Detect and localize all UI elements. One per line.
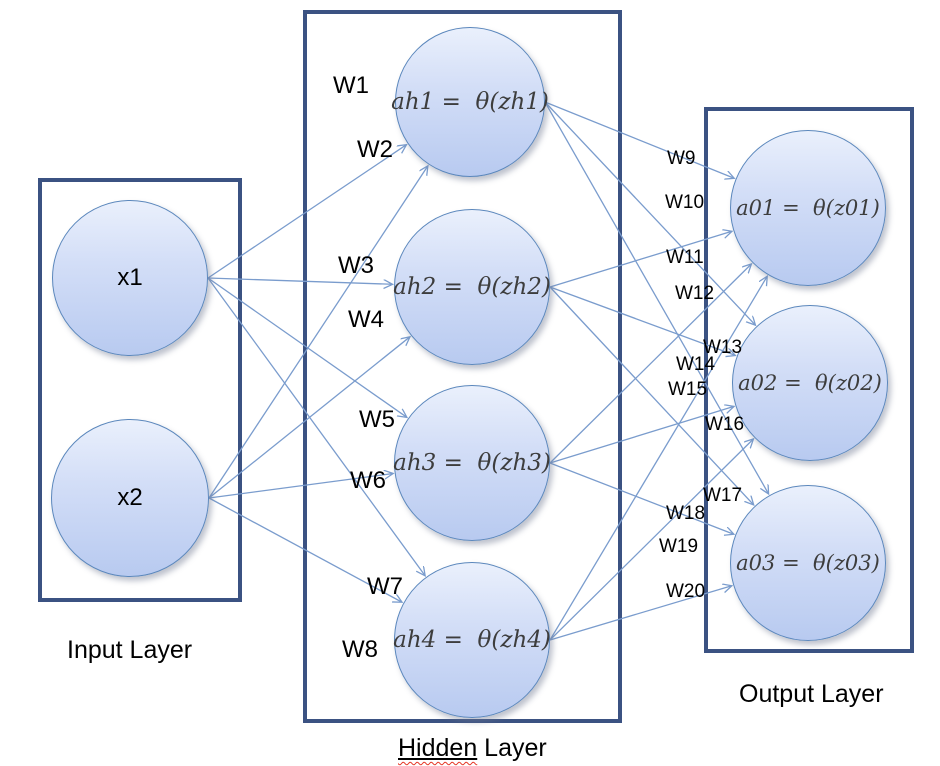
node-a03: a03 = θ(z03) bbox=[730, 485, 886, 641]
weight-label-w11: W11 bbox=[666, 247, 704, 268]
hidden-layer-label: Hidden Layer bbox=[398, 734, 547, 763]
weight-label-w20: W20 bbox=[666, 581, 706, 602]
node-x1: x1 bbox=[52, 200, 208, 356]
node-label-ah4: ah4 = θ(zh4) bbox=[393, 627, 551, 653]
hidden-layer-label-rest: Layer bbox=[477, 734, 547, 762]
output-layer-label-text: Output Layer bbox=[739, 680, 884, 708]
node-a01: a01 = θ(z01) bbox=[730, 130, 886, 286]
hidden-word-spellcheck: Hidden bbox=[398, 734, 478, 762]
weight-label-w9: W9 bbox=[667, 148, 696, 169]
input-layer-label: Input Layer bbox=[67, 636, 192, 665]
weight-label-w6: W6 bbox=[350, 467, 386, 494]
weight-label-w12: W12 bbox=[675, 283, 715, 304]
node-label-a02: a02 = θ(z02) bbox=[738, 371, 882, 395]
input-layer-label-text: Input Layer bbox=[67, 636, 193, 664]
weight-label-w19: W19 bbox=[659, 536, 699, 557]
hidden-word-underline: Hidden bbox=[398, 734, 477, 762]
node-a02: a02 = θ(z02) bbox=[732, 305, 888, 461]
weight-label-w5: W5 bbox=[359, 406, 395, 433]
weight-label-w3: W3 bbox=[338, 252, 374, 279]
node-label-ah3: ah3 = θ(zh3) bbox=[393, 450, 551, 476]
weight-label-w2: W2 bbox=[357, 136, 393, 163]
weight-label-w10: W10 bbox=[665, 192, 705, 213]
node-ah1: ah1 = θ(zh1) bbox=[391, 27, 549, 177]
weight-label-w1: W1 bbox=[333, 72, 369, 99]
node-label-a01: a01 = θ(z01) bbox=[736, 196, 880, 220]
weight-label-w17: W17 bbox=[703, 485, 743, 506]
weight-label-w4: W4 bbox=[348, 306, 384, 333]
weight-label-w15: W15 bbox=[668, 379, 708, 400]
output-layer-label: Output Layer bbox=[739, 680, 884, 709]
node-label-ah2: ah2 = θ(zh2) bbox=[393, 274, 551, 300]
node-label-x1: x1 bbox=[117, 264, 143, 291]
node-ah2: ah2 = θ(zh2) bbox=[393, 209, 551, 365]
node-x2: x2 bbox=[51, 419, 209, 577]
node-label-x2: x2 bbox=[117, 484, 143, 511]
node-ah4: ah4 = θ(zh4) bbox=[393, 562, 551, 718]
weight-label-w18: W18 bbox=[666, 503, 706, 524]
weight-label-w7: W7 bbox=[367, 573, 403, 600]
node-ah3: ah3 = θ(zh3) bbox=[393, 385, 551, 541]
weight-label-w14: W14 bbox=[676, 354, 716, 375]
weight-label-w16: W16 bbox=[705, 414, 745, 435]
weight-label-w8: W8 bbox=[342, 636, 378, 663]
node-label-ah1: ah1 = θ(zh1) bbox=[391, 89, 549, 115]
node-label-a03: a03 = θ(z03) bbox=[736, 551, 880, 575]
